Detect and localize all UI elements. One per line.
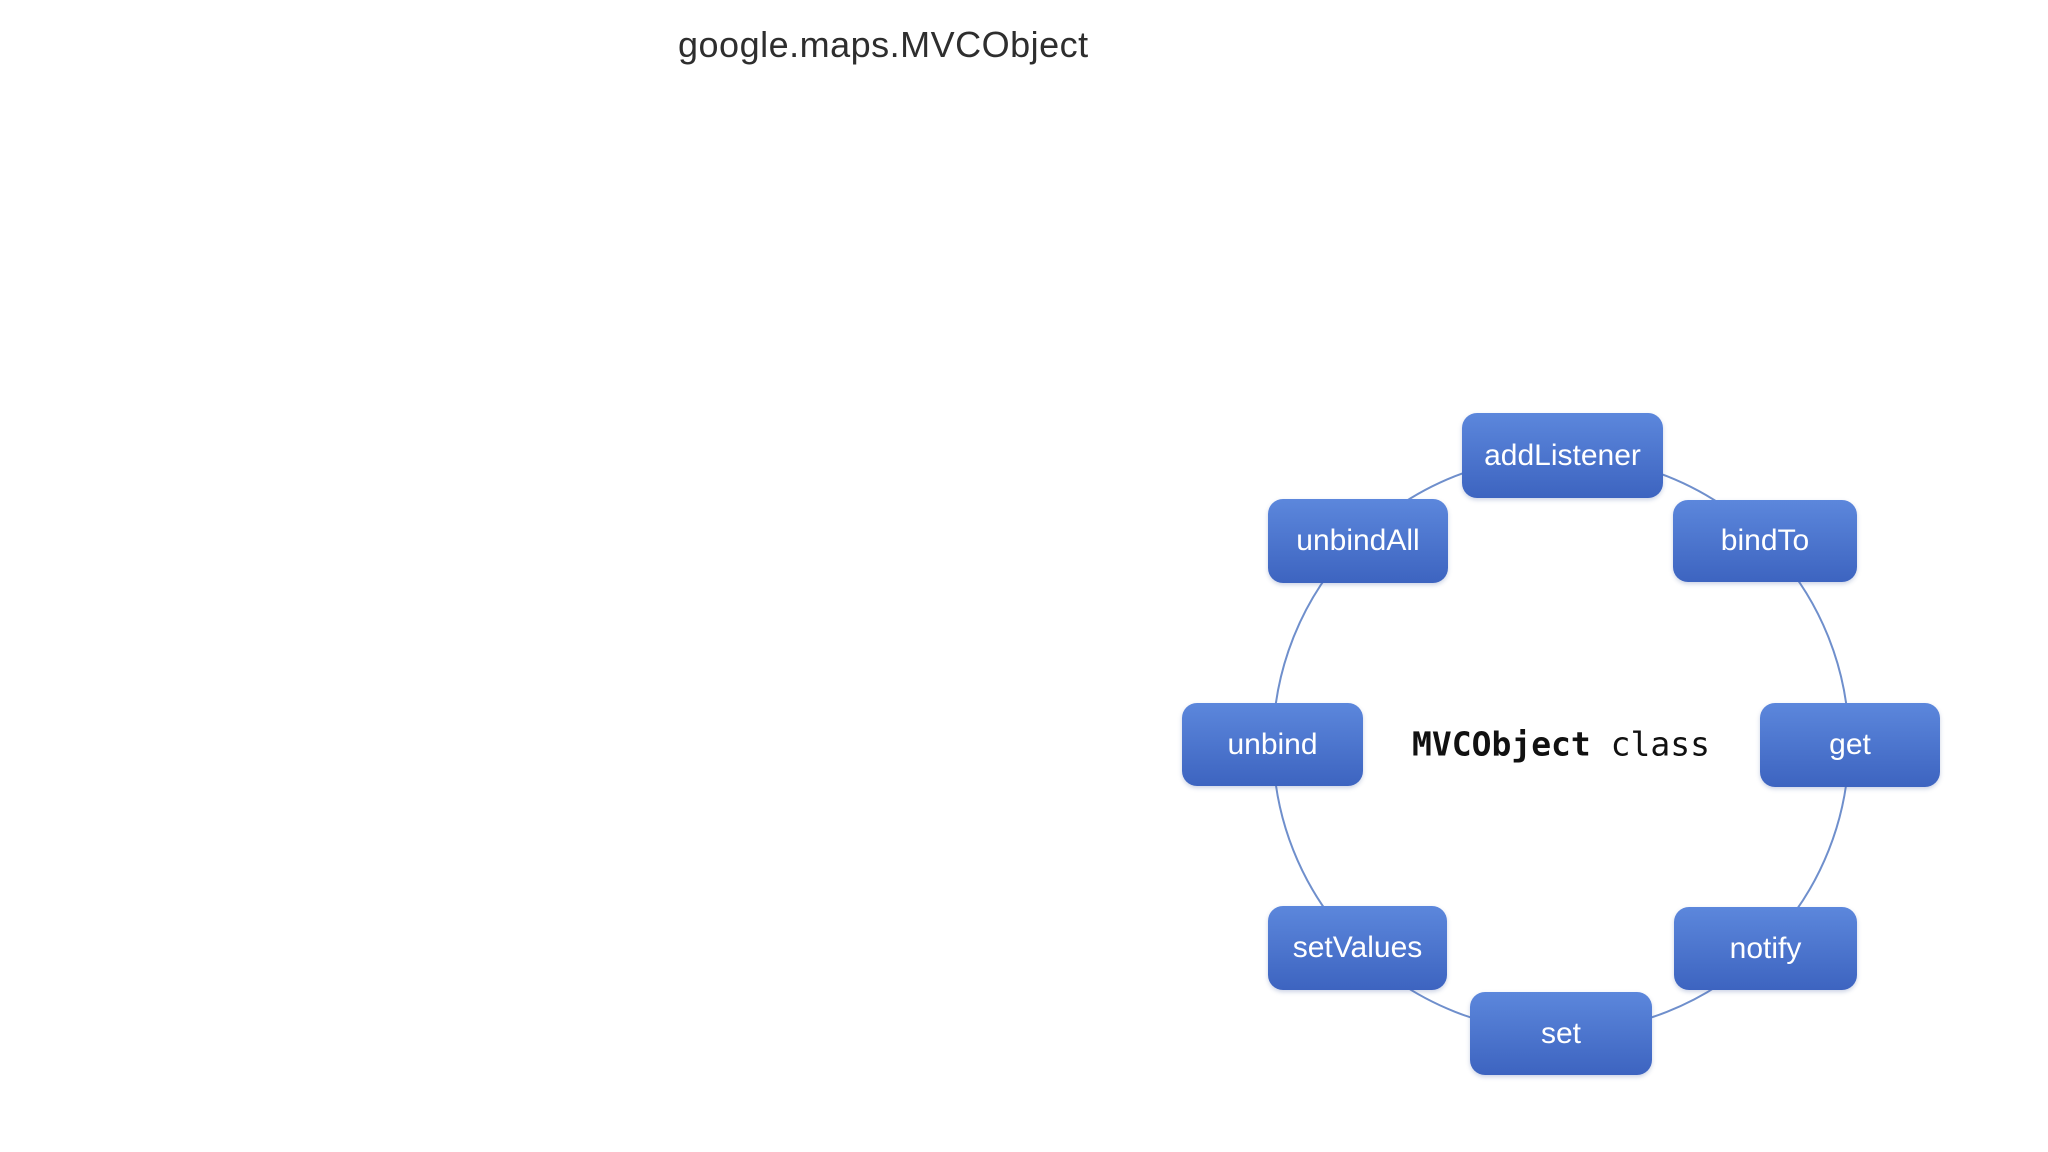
cycle-node-unbindAll: unbindAll (1268, 499, 1448, 583)
center-label-suffix: class (1590, 724, 1711, 764)
cycle-node-setValues: setValues (1268, 906, 1447, 990)
cycle-node-addListener: addListener (1462, 413, 1663, 498)
cycle-node-get: get (1760, 703, 1940, 787)
cycle-node-notify: notify (1674, 907, 1857, 990)
cycle-node-set: set (1470, 992, 1652, 1075)
page-title: google.maps.MVCObject (678, 24, 1089, 65)
center-label-class-name: MVCObject (1411, 724, 1591, 764)
cycle-node-bindTo: bindTo (1673, 500, 1857, 582)
cycle-node-unbind: unbind (1182, 703, 1363, 786)
center-label: MVCObject class (1412, 725, 1710, 764)
